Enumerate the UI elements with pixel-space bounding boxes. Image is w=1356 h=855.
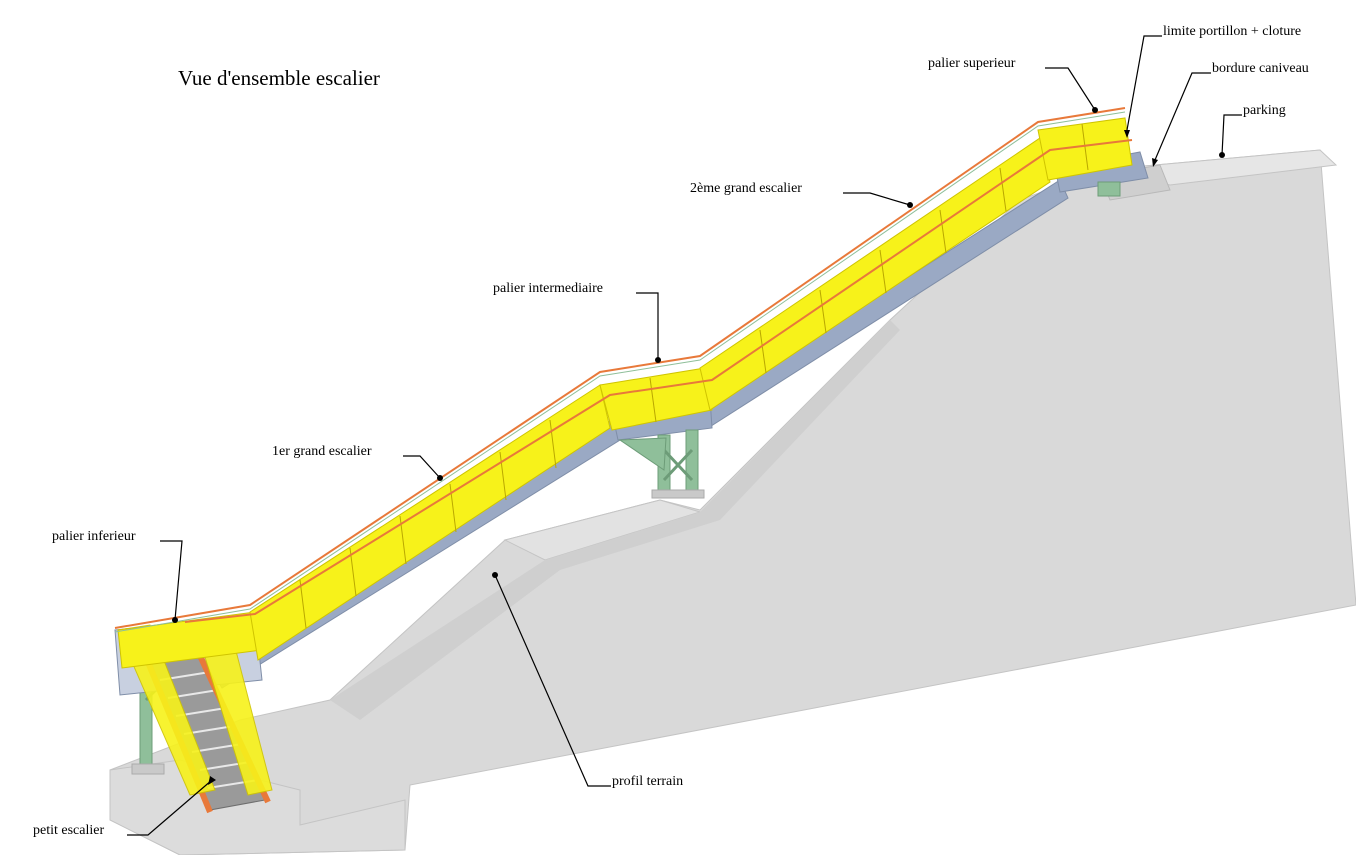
marker-parking: [1219, 152, 1225, 158]
marker-profil-terrain: [492, 572, 498, 578]
label-premier-grand-escalier: 1er grand escalier: [272, 444, 372, 459]
marker-deuxieme-grand-escalier: [907, 202, 913, 208]
leader-palier-superieur: [1045, 67, 1096, 111]
label-bordure-caniveau: bordure caniveau: [1212, 61, 1309, 76]
top-support: [1097, 181, 1121, 197]
annotation-premier-grand-escalier: 1er grand escalier: [272, 444, 443, 481]
arrow-bordure-caniveau: [1152, 158, 1158, 167]
leader-petit-escalier: [127, 779, 213, 836]
handrail-outer: [114, 107, 1126, 629]
leader-parking: [1221, 114, 1242, 156]
annotation-profil-terrain: profil terrain: [492, 572, 683, 789]
annotation-bordure-caniveau: bordure caniveau: [1152, 61, 1309, 167]
arrow-petit-escalier: [208, 776, 216, 785]
leader-profil-terrain: [494, 574, 611, 787]
label-palier-inferieur: palier inferieur: [52, 529, 136, 544]
intermediate-support: [618, 429, 705, 499]
arrow-limite-portillon: [1124, 130, 1130, 138]
small-stair-guard-left: [117, 624, 216, 796]
leader-palier-inferieur: [160, 540, 183, 621]
marker-premier-grand-escalier: [437, 475, 443, 481]
marker-palier-superieur: [1092, 107, 1098, 113]
annotation-palier-intermediaire: palier intermediaire: [493, 281, 661, 363]
flight-1-panel: [249, 384, 611, 661]
label-parking: parking: [1243, 103, 1286, 118]
leader-bordure-caniveau: [1154, 72, 1211, 161]
leader-palier-intermediaire: [636, 292, 659, 360]
annotation-deuxieme-grand-escalier: 2ème grand escalier: [690, 181, 913, 208]
handrail-inner: [184, 139, 1133, 623]
flight-2-panel: [699, 137, 1051, 411]
small-stair: [117, 619, 273, 814]
label-palier-superieur: palier superieur: [928, 56, 1016, 71]
leader-premier-grand-escalier: [403, 455, 441, 479]
guard-panels: [117, 117, 1133, 669]
annotation-palier-inferieur: palier inferieur: [52, 529, 183, 623]
annotation-parking: parking: [1219, 103, 1286, 158]
drawing-title: Vue d'ensemble escalier: [178, 66, 380, 90]
annotation-petit-escalier: petit escalier: [33, 776, 216, 838]
annotation-limite-portillon: limite portillon + cloture: [1124, 24, 1301, 138]
marker-palier-inferieur: [172, 617, 178, 623]
marker-palier-intermediaire: [655, 357, 661, 363]
handrail-outer-green: [114, 111, 1126, 633]
terrain: [109, 149, 1356, 855]
label-palier-intermediaire: palier intermediaire: [493, 281, 603, 296]
label-limite-portillon: limite portillon + cloture: [1163, 24, 1301, 39]
leader-limite-portillon: [1126, 35, 1162, 131]
label-deuxieme-grand-escalier: 2ème grand escalier: [690, 181, 802, 196]
label-profil-terrain: profil terrain: [612, 774, 683, 789]
annotation-palier-superieur: palier superieur: [928, 56, 1098, 113]
terrain-step-shadow: [330, 320, 900, 720]
handrails: [114, 107, 1133, 633]
leader-deuxieme-grand-escalier: [843, 192, 911, 206]
label-petit-escalier: petit escalier: [33, 823, 104, 838]
